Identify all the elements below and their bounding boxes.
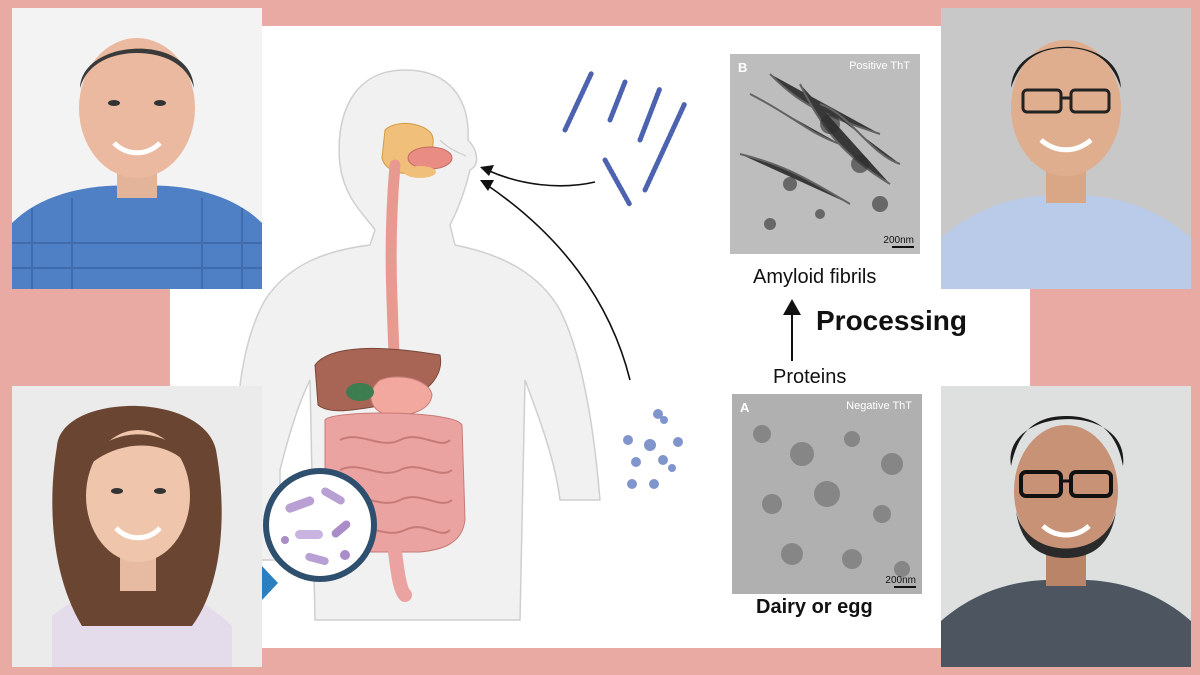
- stain-label: Negative ThT: [846, 400, 912, 412]
- proteins-label: Proteins: [773, 366, 847, 388]
- panel-letter: B: [738, 60, 748, 75]
- processing-arrow-icon: [783, 299, 801, 361]
- protein-icons: [623, 409, 683, 489]
- panel-letter: A: [740, 400, 750, 415]
- portrait-photo-top-right: [941, 8, 1191, 289]
- gut-microbiome-magnifier: [263, 468, 377, 582]
- esophagus: [385, 159, 401, 361]
- liver-stomach: [314, 347, 442, 416]
- micrograph-positive-tht: B Positive ThT 200nm: [730, 54, 920, 254]
- arrowhead-top: [480, 165, 494, 176]
- processing-label: Processing: [816, 305, 967, 336]
- portrait-photo-bottom-left: [12, 386, 262, 667]
- scale-bar: 200nm: [885, 575, 916, 588]
- person-photo: [12, 386, 262, 667]
- mouth-region: [381, 123, 453, 178]
- blue-chevron-icon: [262, 566, 278, 600]
- stain-label: Positive ThT: [849, 60, 910, 72]
- amyloid-fibrils-label: Amyloid fibrils: [753, 266, 877, 288]
- fibril-texture: [730, 54, 920, 254]
- ingestion-arrows: [486, 169, 631, 381]
- person-photo: [12, 8, 262, 289]
- arrowhead-bottom: [480, 180, 494, 191]
- person-photo: [941, 8, 1191, 289]
- portrait-photo-top-left: [12, 8, 262, 289]
- scale-bar-line: [892, 246, 914, 248]
- dairy-or-egg-label: Dairy or egg: [756, 596, 873, 618]
- scale-label: 200nm: [883, 235, 914, 246]
- person-photo: [941, 386, 1191, 667]
- amyloid-fibril-icons: [562, 69, 688, 208]
- micrograph-negative-tht: A Negative ThT 200nm: [732, 394, 922, 594]
- protein-texture: [732, 394, 922, 594]
- portrait-photo-bottom-right: [941, 386, 1191, 667]
- scale-bar: 200nm: [883, 235, 914, 248]
- scale-label: 200nm: [885, 575, 916, 586]
- scale-bar-line: [894, 586, 916, 588]
